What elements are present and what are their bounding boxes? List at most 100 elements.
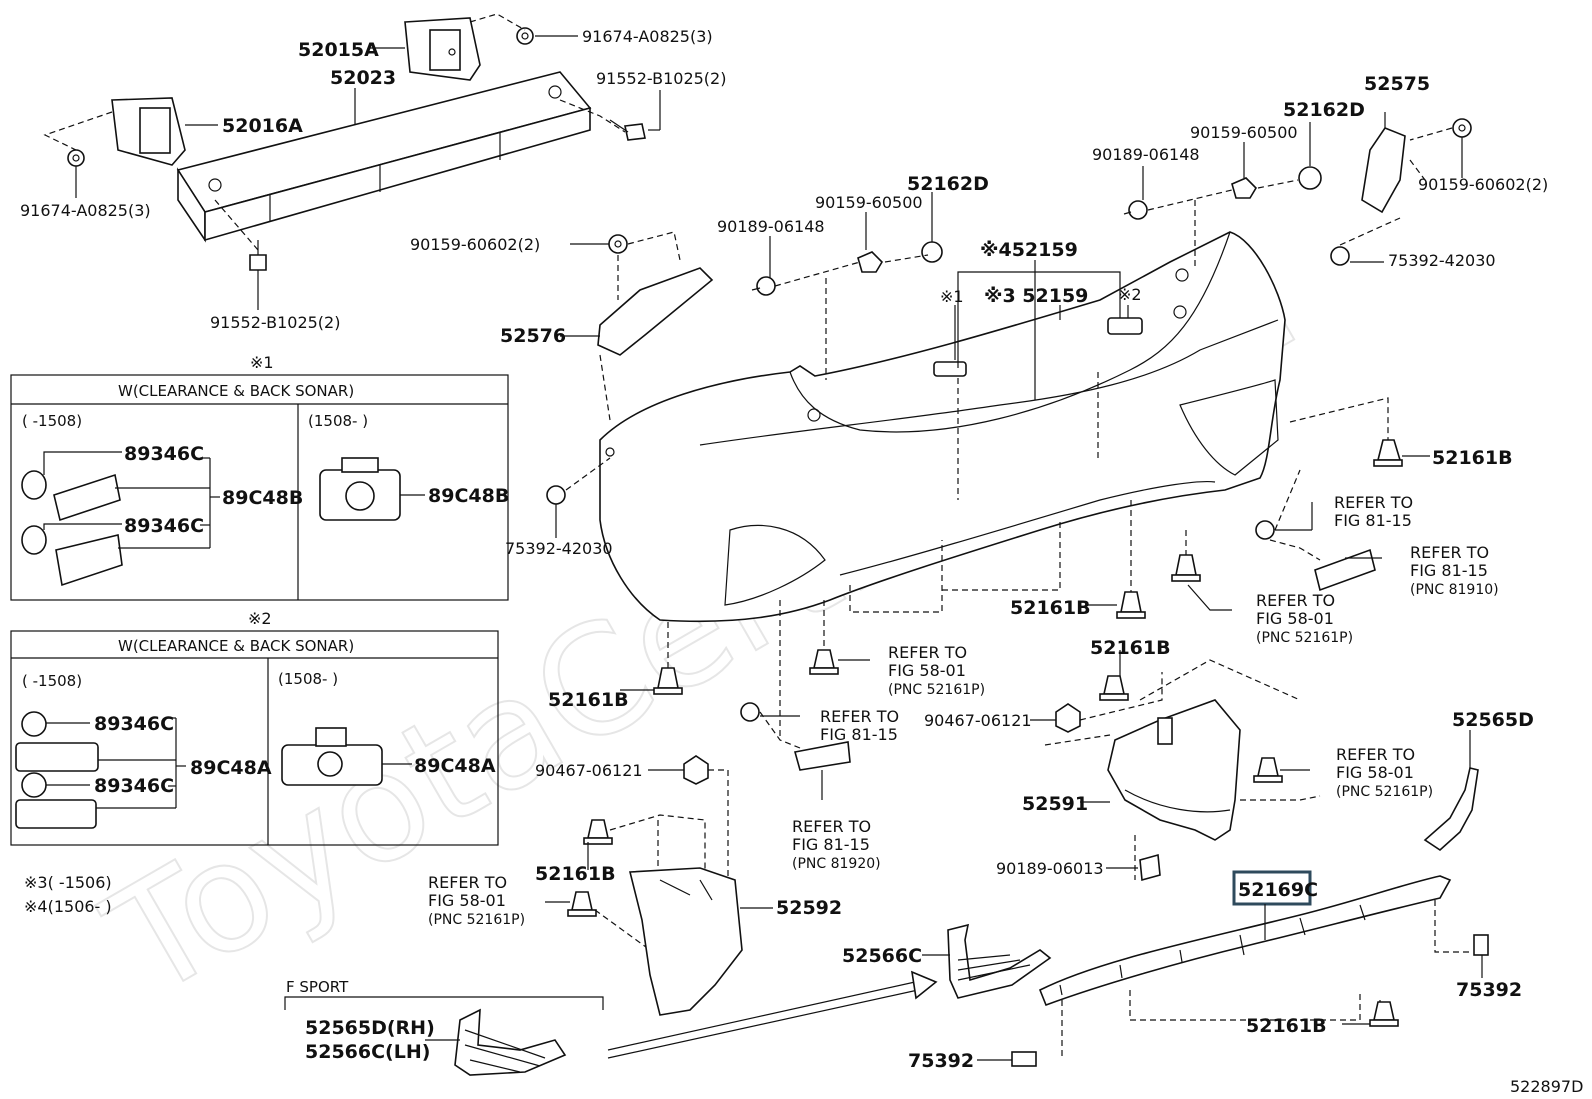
- screw-90159-60602-right: [1452, 118, 1472, 138]
- svg-text:FIG 58-01: FIG 58-01: [1336, 763, 1414, 782]
- clip-52161B-right: [1373, 439, 1403, 467]
- nut-90159-60500-mid: [857, 251, 884, 273]
- ref-block-7: REFER TO FIG 58-01 (PNC 52161P): [1336, 745, 1433, 800]
- label-90159-60602-left: 90159-60602(2): [410, 235, 540, 254]
- bumper-bracket-left: [111, 97, 186, 166]
- ref-block-5: REFER TO FIG 81-15: [820, 707, 899, 744]
- clip-75392-bottom: [1011, 1051, 1037, 1067]
- label-90189-06148-right: 90189-06148: [1092, 145, 1200, 164]
- sensor-bracket-2: [281, 727, 383, 786]
- ref-block-4: REFER TO FIG 58-01 (PNC 52161P): [888, 643, 985, 698]
- label-52016A: 52016A: [222, 115, 303, 137]
- label-75392-right: 75392: [1456, 979, 1522, 1001]
- label-mark1: ※1: [940, 287, 964, 306]
- screw-90159-60602-left: [608, 234, 628, 254]
- svg-text:FIG 58-01: FIG 58-01: [888, 661, 966, 680]
- box1-header: W(CLEARANCE & BACK SONAR): [118, 382, 354, 400]
- box1-right-range: (1508- ): [308, 412, 368, 430]
- box2-left-range: ( -1508): [22, 672, 82, 690]
- garnish-52565D: [1423, 767, 1479, 852]
- ref-block-6: REFER TO FIG 81-15 (PNC 81920): [792, 817, 881, 872]
- svg-text:(PNC 52161P): (PNC 52161P): [428, 912, 525, 928]
- garnish-52566C: [947, 923, 1052, 999]
- sensor-cap-2b: [21, 772, 47, 798]
- label-91552-bottom: 91552-B1025(2): [210, 313, 340, 332]
- clip-52161P-d: [567, 891, 597, 917]
- clip-52161P-a: [1171, 554, 1201, 582]
- svg-text:FIG 81-15: FIG 81-15: [820, 725, 898, 744]
- clip-fig-81-15-b: [740, 702, 760, 722]
- box2-right-range: (1508- ): [278, 670, 338, 688]
- label-52015A: 52015A: [298, 39, 379, 61]
- retainer-52575: [1361, 127, 1406, 214]
- clip-52161P-b: [809, 649, 839, 675]
- clip-52161P-c: [1253, 757, 1283, 783]
- label-52591: 52591: [1022, 793, 1088, 815]
- label-75392-42030-left: 75392-42030: [505, 539, 613, 558]
- svg-text:(PNC 81920): (PNC 81920): [792, 856, 881, 872]
- label-52576: 52576: [500, 325, 566, 347]
- label-52023: 52023: [330, 67, 396, 89]
- svg-text:REFER TO: REFER TO: [792, 817, 871, 836]
- box1-right-part: 89C48B: [428, 485, 509, 507]
- rear-diffuser-52169C: [1038, 875, 1452, 1007]
- svg-text:(PNC 52161P): (PNC 52161P): [1256, 630, 1353, 646]
- svg-text:REFER TO: REFER TO: [1256, 591, 1335, 610]
- screw-75392-42030-right: [1330, 246, 1350, 266]
- note-4: ※4(1506- ): [24, 897, 112, 916]
- clip-52161B-bottom: [1369, 1001, 1399, 1027]
- label-75392-42030-right: 75392-42030: [1388, 251, 1496, 270]
- ref-block-3: REFER TO FIG 58-01 (PNC 52161P): [1256, 591, 1353, 646]
- svg-text:(PNC 52161P): (PNC 52161P): [888, 682, 985, 698]
- box1-p2: 89346C: [124, 515, 204, 537]
- label-52162D-mid: 52162D: [907, 173, 989, 195]
- svg-text:FIG 81-15: FIG 81-15: [1334, 511, 1412, 530]
- bolt-91552-top: [609, 119, 646, 141]
- ref-block-1: REFER TO FIG 81-15: [1334, 493, 1413, 530]
- label-52169C: 52169C: [1238, 879, 1318, 901]
- bumper-bracket-right: [404, 17, 481, 81]
- box1-group: 89C48B: [222, 487, 303, 509]
- label-90159-60602-right: 90159-60602(2): [1418, 175, 1548, 194]
- label-52565D-RH: 52565D(RH): [305, 1017, 435, 1039]
- label-90189-06013: 90189-06013: [996, 859, 1104, 878]
- svg-text:FIG 81-15: FIG 81-15: [1410, 561, 1488, 580]
- label-52565D: 52565D: [1452, 709, 1534, 731]
- label-75392-bottom: 75392: [908, 1050, 974, 1072]
- clip-52161B-center2: [1099, 675, 1129, 701]
- label-52161B-bottom: 52161B: [1246, 1015, 1327, 1037]
- svg-text:REFER TO: REFER TO: [1336, 745, 1415, 764]
- label-52161B-left: 52161B: [548, 689, 629, 711]
- diagram-code: 522897D: [1510, 1077, 1583, 1096]
- label-52162D-right: 52162D: [1283, 99, 1365, 121]
- box2-mark: ※2: [248, 609, 272, 628]
- label-52592: 52592: [776, 897, 842, 919]
- label-52566C-LH: 52566C(LH): [305, 1041, 430, 1063]
- box1-left-range: ( -1508): [22, 412, 82, 430]
- clip-52161B-center: [1116, 591, 1146, 619]
- sensor-bracket-1: [319, 457, 401, 521]
- sensor-pad-1b: [55, 534, 123, 587]
- mudguard-52592: [628, 867, 743, 1016]
- clip-52161B-left: [653, 667, 683, 695]
- svg-text:REFER TO: REFER TO: [428, 873, 507, 892]
- label-91674-left: 91674-A0825(3): [20, 201, 151, 220]
- label-mark2: ※2: [1118, 285, 1142, 304]
- box2-p1: 89346C: [94, 713, 174, 735]
- box1-mark: ※1: [250, 353, 274, 372]
- label-f-sport: F SPORT: [286, 978, 349, 996]
- highlight-52169C: [1232, 870, 1312, 906]
- box1-p1: 89346C: [124, 443, 204, 465]
- sensor-holder-2: [1107, 317, 1143, 335]
- nut-90159-60500-right: [1231, 177, 1258, 199]
- label-91674-top: 91674-A0825(3): [582, 27, 713, 46]
- screw-90189-06148-mid: [751, 276, 776, 296]
- label-52161B-center2: 52161B: [1090, 637, 1171, 659]
- sensor-cap-2a: [21, 711, 47, 737]
- svg-text:FIG 58-01: FIG 58-01: [1256, 609, 1334, 628]
- svg-text:FIG 58-01: FIG 58-01: [428, 891, 506, 910]
- sensor-cap-1b: [21, 525, 47, 555]
- label-52566C: 52566C: [842, 945, 922, 967]
- box2-right-part: 89C48A: [414, 755, 496, 777]
- inset-box-1: [10, 374, 509, 601]
